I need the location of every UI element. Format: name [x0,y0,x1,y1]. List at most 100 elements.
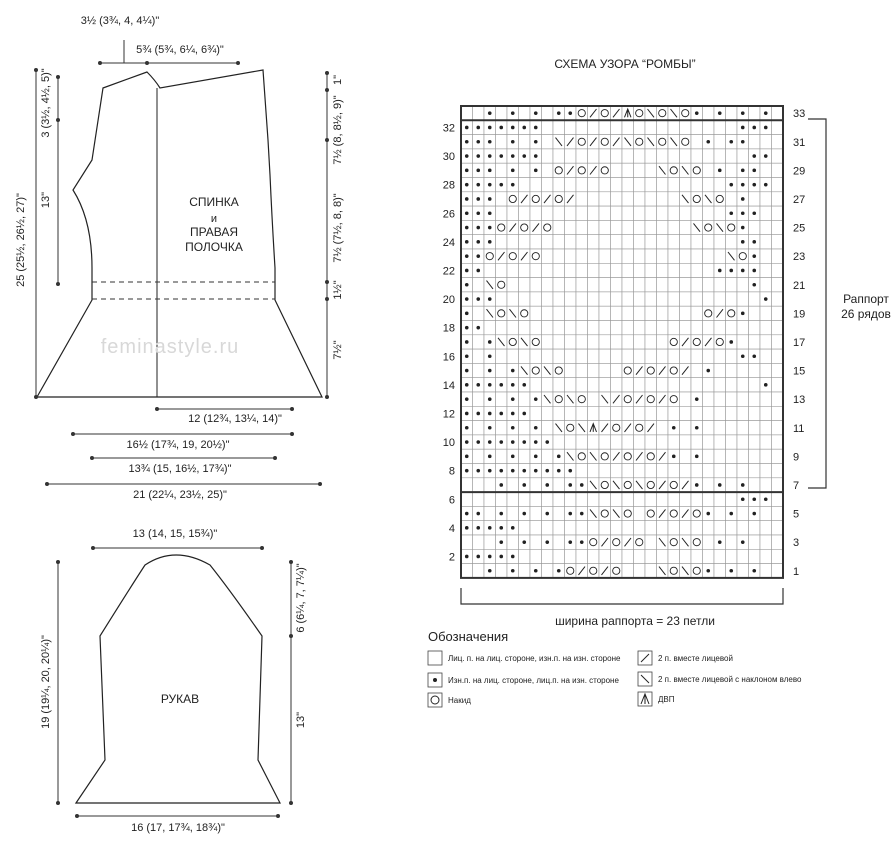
ssk-backslash [647,108,655,118]
chart-cell [736,563,749,579]
chart-cell [748,134,761,150]
chart-cell [460,534,473,550]
chart-cell [495,134,508,150]
chart-cell [725,520,738,536]
chart-cell [495,363,508,378]
chart-cell [644,463,657,479]
purl-dot [533,440,538,444]
chart-cell [541,377,554,393]
chart-cell [667,148,680,164]
chart-cell [518,563,531,579]
yarn-over-circle [520,309,529,318]
row-number: 5 [793,509,799,521]
chart-cell [575,405,588,421]
yarn-over-circle [669,395,678,404]
chart-cell [656,234,669,250]
chart-cell [575,334,588,350]
chart-cell [656,248,669,264]
chart-cell [725,548,738,564]
chart-cell [644,348,657,364]
chart-cell [495,391,508,407]
k2tog-slash [681,366,689,376]
chart-cell [644,177,657,193]
purl-dot [579,540,584,544]
chart-cell [633,506,646,521]
chart-cell [748,191,761,207]
chart-cell [725,277,738,293]
yarn-over-circle [646,395,655,404]
chart-cell [633,563,646,579]
chart-cell [598,548,611,564]
row-number: 7 [793,480,799,492]
purl-dot [487,168,492,173]
chart-cell [656,120,669,135]
chart-cell [771,305,784,321]
chart-cell [748,463,761,479]
chart-cell [713,320,726,336]
chart-cell [564,520,577,536]
chart-cell [771,520,784,536]
chart-cell [598,434,611,450]
chart-cell [506,348,519,364]
chart-cell [713,277,726,293]
chart-cell [587,248,600,264]
chart-cell [621,563,634,579]
chart-cell [598,277,611,293]
chart-cell [725,477,738,493]
purl-dot [476,411,481,416]
chart-cell [656,491,669,507]
chart-cell [541,177,554,193]
chart-cell [759,563,772,579]
dim-bottom-1: 12 (12¾, 13¼, 14)" [188,413,282,425]
purl-dot [476,154,481,158]
chart-cell [667,220,680,235]
chart-cell [644,277,657,293]
purl-dot [740,240,745,244]
chart-cell [644,120,657,135]
chart-cell [495,291,508,307]
chart-cell [736,277,749,293]
yarn-over-circle [704,223,713,232]
k2tog-slash [658,366,666,376]
chart-cell [541,120,554,135]
chart-cell [587,177,600,193]
sleeve-piece: РУКАВ 13 (14, 15, 15¾)" 19 (19¼, 20, 20¼… [40,528,307,834]
chart-cell [541,405,554,421]
purl-dot [476,526,481,530]
width-bracket [460,588,784,605]
chart-cell [725,363,738,378]
chart-cell [460,105,473,121]
purl-dot [510,125,515,130]
purl-dot [464,397,469,401]
chart-cell [610,120,623,135]
chart-cell [460,477,473,493]
chart-cell [771,563,784,579]
chart-cell [690,520,703,536]
chart-cell [771,391,784,407]
legend-text: Лиц. п. на лиц. стороне, изн.п. на изн. … [448,654,621,663]
k2tog-slash [624,537,632,547]
chart-cell [713,391,726,407]
dim-top-shoulder: 5¾ (5¾, 6¼, 6¾)" [136,44,224,56]
chart-cell [633,162,646,178]
chart-cell [495,191,508,207]
legend-text: 2 п. вместе лицевой [658,654,733,663]
yarn-over-circle [623,366,632,375]
k2tog-slash [612,394,620,404]
yarn-over-circle [658,137,667,146]
yarn-over-circle [531,366,540,375]
k2tog-slash [566,137,574,147]
chart-cell [644,162,657,178]
chart-cell [690,291,703,307]
chart-cell [690,305,703,321]
yarn-over-circle [646,480,655,490]
legend-item: ДВП [637,691,675,707]
row-number: 20 [443,294,455,306]
chart-cell [713,177,726,193]
chart-cell [552,434,565,450]
purl-dot [476,139,481,144]
chart-cell [483,320,496,336]
chart-cell [690,491,703,507]
chart-cell [541,262,554,278]
chart-cell [713,520,726,536]
